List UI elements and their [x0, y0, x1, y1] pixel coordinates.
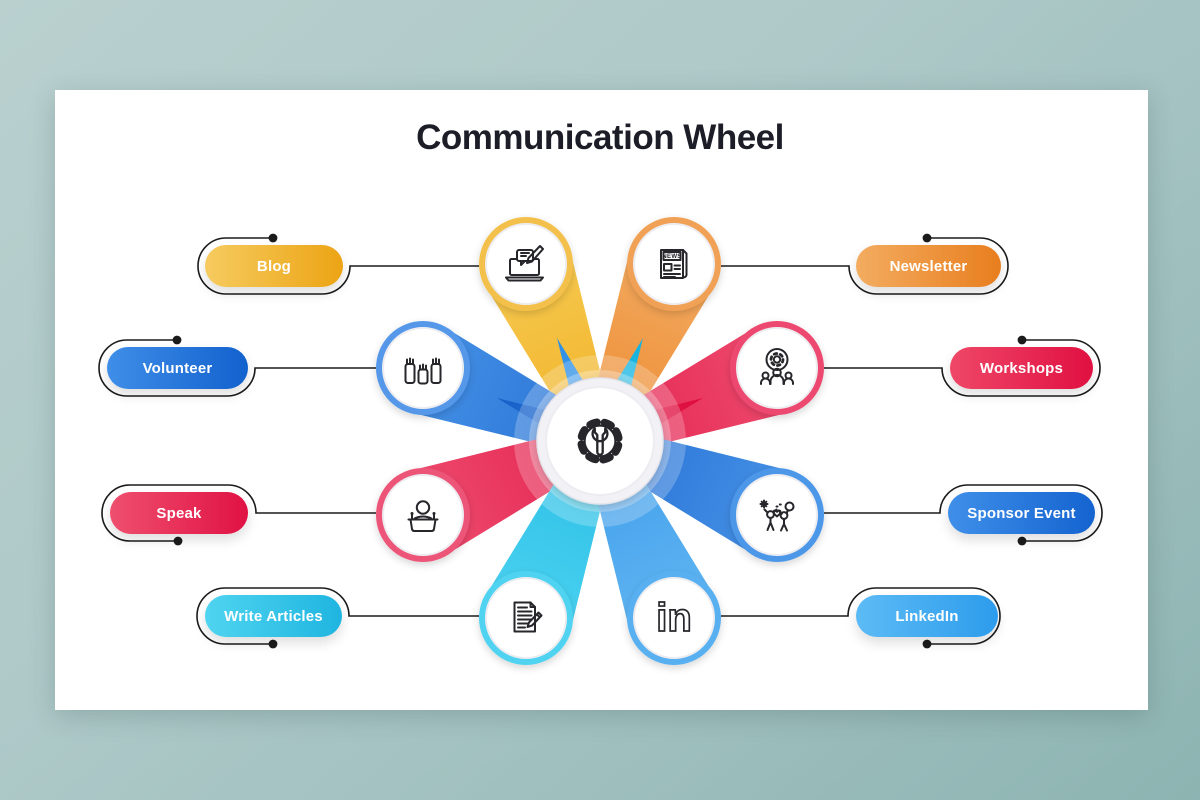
node-blog — [479, 217, 573, 311]
pill-label: Speak — [156, 504, 202, 522]
pill-label: Volunteer — [142, 359, 213, 377]
connector-linkedin — [721, 587, 1001, 649]
connector-workshops — [824, 335, 1101, 397]
pill-speak: Speak — [110, 492, 248, 534]
node-newsletter: NEWS — [627, 217, 721, 311]
connector-dot — [172, 335, 182, 345]
pill-label: Newsletter — [889, 257, 968, 275]
connector-dot — [268, 639, 278, 649]
connector-dot — [1017, 536, 1027, 546]
newspaper-icon: NEWS — [660, 249, 688, 279]
connector-volunteer — [98, 335, 376, 397]
pill-sponsor-event: Sponsor Event — [948, 492, 1095, 534]
connector-dot — [173, 536, 183, 546]
connector-dot — [922, 639, 932, 649]
pill-label: Workshops — [979, 359, 1064, 377]
blog-laptop-chat-pencil-icon — [505, 245, 544, 282]
connector-sponsor-event — [824, 484, 1103, 546]
speaker-podium-icon — [407, 500, 439, 532]
connector-blog — [197, 233, 479, 295]
linkedin-in-icon: in — [655, 595, 692, 641]
pill-label: Sponsor Event — [967, 504, 1076, 522]
team-gear-icon — [760, 348, 794, 385]
node-workshops — [730, 321, 824, 415]
document-pencil-icon — [513, 601, 543, 633]
connector-dot — [1017, 335, 1027, 345]
connector-write-articles — [196, 587, 479, 649]
celebration-people-icon — [759, 499, 795, 532]
connector-dot — [268, 233, 278, 243]
node-speak — [376, 468, 470, 562]
pill-newsletter: Newsletter — [856, 245, 1001, 287]
pill-blog: Blog — [205, 245, 343, 287]
raised-hands-icon — [404, 357, 442, 385]
pill-label: Blog — [256, 257, 292, 275]
node-sponsor-event — [730, 468, 824, 562]
page-title: Communication Wheel — [416, 118, 784, 157]
connector-speak — [101, 484, 376, 546]
linkedin-icon-text: in — [656, 596, 692, 640]
pill-linkedin: LinkedIn — [856, 595, 998, 637]
center-hub — [514, 355, 686, 527]
connector-newsletter — [721, 233, 1009, 295]
connector-dot — [922, 233, 932, 243]
pill-label: LinkedIn — [895, 607, 959, 625]
node-volunteer — [376, 321, 470, 415]
newspaper-icon-text: NEWS — [662, 254, 681, 260]
pill-write-articles: Write Articles — [205, 595, 342, 637]
gear-wrench-icon — [577, 418, 623, 464]
pill-label: Write Articles — [224, 607, 323, 625]
node-linkedin: in — [627, 571, 721, 665]
node-write-articles — [479, 571, 573, 665]
pill-workshops: Workshops — [950, 347, 1093, 389]
pill-volunteer: Volunteer — [107, 347, 248, 389]
